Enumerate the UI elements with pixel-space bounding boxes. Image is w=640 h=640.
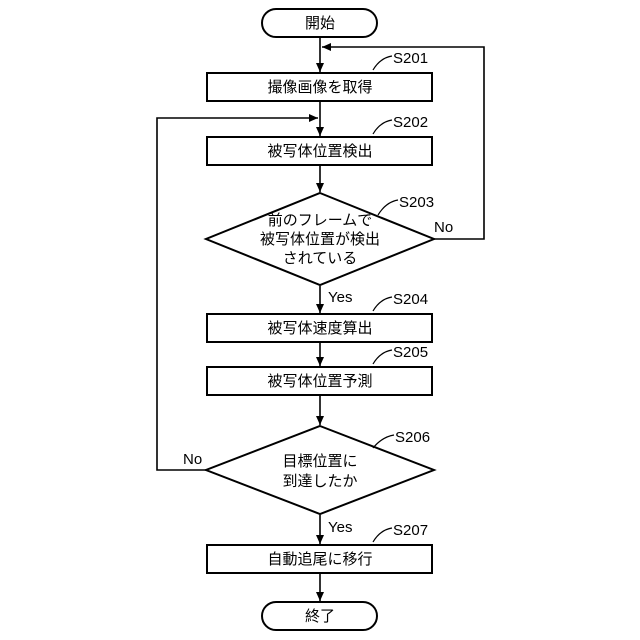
- step-s207-text: 自動追尾に移行: [267, 550, 372, 568]
- decision-s203-no-label: No: [434, 219, 453, 236]
- decision-s206-line-2: 到達したか: [282, 472, 357, 490]
- step-s205-id: S205: [393, 344, 428, 361]
- step-s201-id: S201: [393, 50, 428, 67]
- decision-s203-id: S203: [399, 194, 434, 211]
- decision-s206-id: S206: [395, 429, 430, 446]
- step-s202-text: 被写体位置検出: [267, 142, 372, 160]
- step-s207-leader: [373, 528, 392, 542]
- step-s201-leader: [373, 56, 392, 70]
- start-label: 開始: [305, 14, 335, 32]
- decision-s206-leader: [373, 435, 394, 448]
- step-s205-leader: [373, 350, 392, 364]
- step-s205-text: 被写体位置予測: [267, 372, 372, 390]
- step-s204-text: 被写体速度算出: [267, 319, 372, 337]
- end-label: 終了: [305, 607, 335, 625]
- step-s202-leader: [373, 120, 392, 134]
- decision-s203-line-3: されている: [283, 249, 358, 267]
- step-s202-id: S202: [393, 114, 428, 131]
- step-s201-text: 撮像画像を取得: [267, 78, 372, 96]
- decision-s206-line-1: 目標位置に: [282, 452, 357, 470]
- decision-s203-line-2: 被写体位置が検出: [260, 230, 380, 248]
- decision-s206-yes-label: Yes: [328, 519, 352, 536]
- step-s204-id: S204: [393, 291, 428, 308]
- step-s207-id: S207: [393, 522, 428, 539]
- decision-s203-yes-label: Yes: [328, 289, 352, 306]
- loop-s206-no: [157, 118, 318, 470]
- decision-s203-line-1: 前のフレームで: [268, 211, 373, 229]
- decision-s206-no-label: No: [183, 451, 202, 468]
- decision-s203-leader: [378, 200, 398, 215]
- step-s204-leader: [373, 297, 392, 311]
